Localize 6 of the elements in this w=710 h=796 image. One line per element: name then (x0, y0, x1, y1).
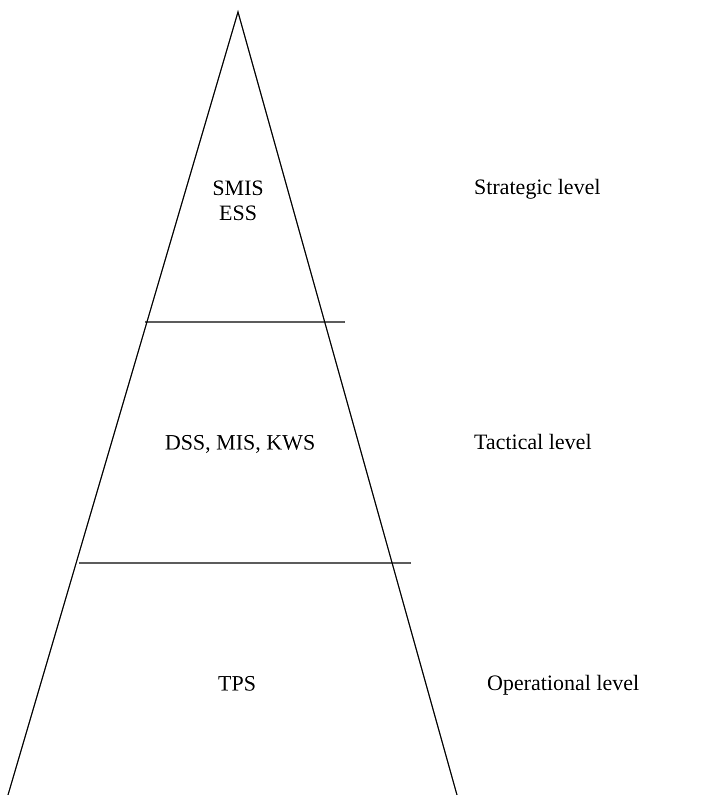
level-text: DSS, MIS, KWS (164, 430, 316, 454)
level-label: Operational level (487, 670, 640, 696)
level-label: Strategic level (474, 174, 600, 200)
level-text: TPS (217, 670, 257, 696)
level-label: Tactical level (474, 429, 592, 455)
level-text: SMIS ESS (211, 175, 265, 225)
